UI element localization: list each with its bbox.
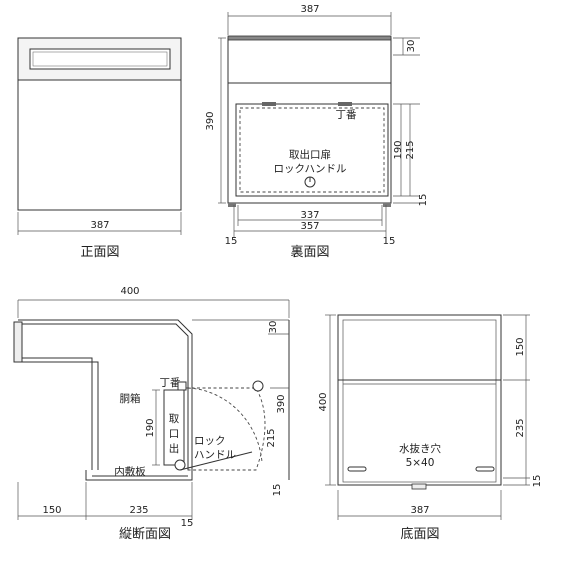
back-inner1-dim: 337 [300, 210, 319, 221]
section-h215-dim: 215 [266, 428, 277, 447]
section-h190-dim: 190 [145, 418, 156, 437]
back-door-label-2: ロックハンドル [274, 163, 347, 175]
section-front-dim: 150 [42, 505, 61, 516]
back-view: 387 丁番 取出口扉 ロックハンドル 390 30 [205, 4, 429, 260]
bottom-drain-label-2: 5×40 [406, 457, 435, 469]
back-lid-rim [227, 35, 392, 41]
section-inner-plate-label: 内敷板 [114, 465, 146, 478]
bottom-lock-stub [411, 483, 427, 490]
bottom-d150-dim: 150 [515, 337, 526, 356]
front-width-dim: 387 [90, 220, 109, 231]
section-lid-outline [18, 319, 193, 475]
outlet-door [163, 389, 185, 466]
back-side-left-dim: 15 [225, 236, 238, 247]
back-hinge-label: 丁番 [336, 109, 357, 121]
section-h390-dim: 390 [276, 394, 287, 413]
section-body-dim: 235 [129, 505, 148, 516]
drain-hole-right [475, 466, 495, 472]
bottom-width-dim: 387 [410, 505, 429, 516]
back-width-dim: 387 [300, 4, 319, 15]
hinge-right [338, 102, 352, 106]
front-view-caption: 正面図 [80, 245, 119, 260]
bottom-d235-dim: 235 [515, 418, 526, 437]
section-outlet-char-1: 取 [169, 413, 180, 425]
bottom-outline [337, 314, 502, 486]
back-bottom-dim: 15 [418, 194, 429, 207]
bottom-depth-dim: 400 [318, 392, 329, 411]
back-door-h2-dim: 215 [405, 140, 416, 159]
bottom-drain-label-1: 水抜き穴 [399, 442, 441, 455]
section-hinge-icon [177, 381, 187, 391]
bottom-view-caption: 底面図 [400, 526, 439, 542]
mail-slot-inner [32, 51, 168, 67]
front-view: 387 正面図 [17, 37, 182, 260]
back-side-right-dim: 15 [383, 236, 396, 247]
bottom-view: 水抜き穴 5×40 400 150 235 15 387 底面図 [318, 314, 543, 542]
section-bottom-dim: 15 [272, 484, 283, 497]
section-outlet-char-3: 出 [169, 442, 180, 455]
section-top-dim: 30 [268, 321, 279, 334]
section-lock-label-1: ロック [194, 435, 226, 447]
section-depth-dim: 400 [120, 286, 139, 297]
section-bottom-left-dim: 15 [181, 518, 194, 529]
section-body-label: 胴箱 [120, 392, 141, 405]
back-door-inner [239, 107, 385, 193]
back-lid [227, 37, 392, 84]
back-height-dim: 390 [205, 111, 216, 130]
section-view: 400 内敷板 胴箱 取 口 出 丁番 ロック ハンドル 30 390 [13, 286, 290, 542]
swing-hinge-icon [252, 380, 264, 392]
hinge-left [262, 102, 276, 106]
section-view-caption: 縦断面図 [119, 527, 171, 542]
back-inner2-dim: 357 [300, 221, 319, 232]
section-slot-flap [13, 321, 23, 363]
mail-slot [29, 48, 171, 70]
section-outlet-char-2: 口 [169, 428, 180, 440]
drain-hole-left [347, 466, 367, 472]
back-top-dim: 30 [406, 40, 417, 53]
bottom-d15-dim: 15 [532, 475, 543, 488]
back-view-caption: 裏面図 [290, 245, 329, 260]
back-door-h1-dim: 190 [393, 140, 404, 159]
section-lock-icon [174, 459, 186, 471]
back-door-label-1: 取出口扉 [289, 148, 331, 161]
section-lock-label-2: ハンドル [194, 449, 236, 461]
section-hinge-label: 丁番 [160, 377, 181, 389]
